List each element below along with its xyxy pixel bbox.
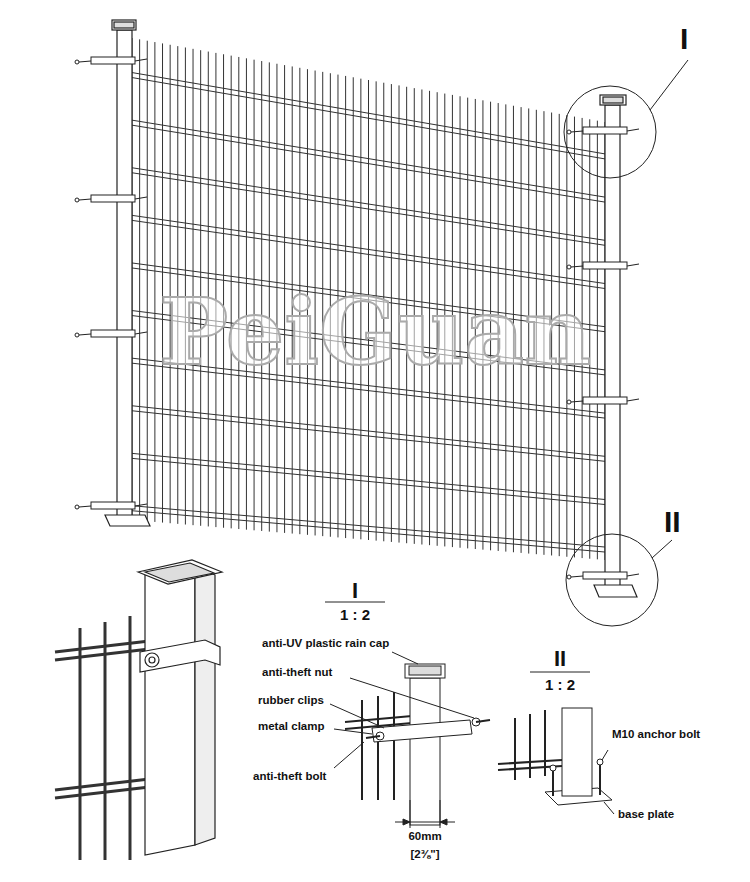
detail-marker: II bbox=[664, 505, 681, 540]
part-label: M10 anchor bolt bbox=[612, 728, 700, 741]
part-label: anti-UV plastic rain cap bbox=[262, 637, 389, 650]
part-label: base plate bbox=[618, 808, 674, 821]
post-perspective bbox=[55, 560, 222, 860]
part-label: 60mm bbox=[408, 830, 441, 843]
part-label: rubber clips bbox=[258, 694, 324, 707]
posts bbox=[105, 20, 637, 597]
detail-marker: I bbox=[352, 578, 358, 603]
detail-ii-drawing bbox=[498, 708, 614, 814]
part-label: [2⅜"] bbox=[410, 848, 439, 861]
mesh-panel bbox=[132, 38, 605, 560]
part-label: 1 : 2 bbox=[340, 606, 370, 623]
part-label: 1 : 2 bbox=[545, 676, 575, 693]
detail-i-drawing bbox=[330, 652, 490, 828]
part-label: metal clamp bbox=[258, 720, 324, 733]
part-label: anti-theft nut bbox=[262, 666, 332, 679]
clamps bbox=[75, 57, 639, 579]
detail-marker: I bbox=[680, 22, 688, 57]
watermark: PeiGuan bbox=[159, 280, 591, 386]
detail-marker: II bbox=[554, 646, 566, 671]
part-label: anti-theft bolt bbox=[253, 770, 326, 783]
